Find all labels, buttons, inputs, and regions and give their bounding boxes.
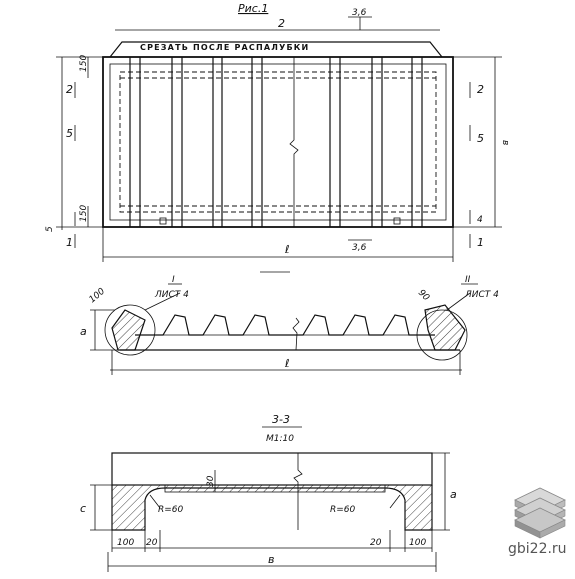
callout-circle-right [416,309,468,361]
lifting-loop-left [159,217,167,225]
marker-left-1-label: 2 [66,83,73,96]
dim-20-right: 20 [370,538,382,548]
section-ref-top: 3,6 [352,8,367,18]
marker-left-4-label: 1 [66,236,73,249]
section-cap-outline [111,452,433,486]
section-scale: М1:10 [266,434,294,444]
marker-left-2-label: 5 [66,127,73,140]
dim-100-left: 100 [117,538,134,548]
plan-length-label: ℓ [284,243,290,256]
callout-right-num: II [465,275,471,285]
marker-right-4-label: 1 [477,236,484,249]
top-width-label: 2 [278,17,285,30]
elevation-right-end-hatch [424,304,466,351]
radius-left: R=60 [158,505,184,515]
reinforcement-cage-dashed [119,71,437,213]
elevation-left-end-hatch [111,309,146,351]
plan-width-label: в [500,140,510,145]
callout-left-num: I [172,275,175,285]
angle-right: 90 [416,288,431,303]
callout-right-sheet: ЛИСТ 4 [464,290,499,300]
dim-20-left: 20 [146,538,158,548]
callout-leader-right [446,292,471,311]
dim-100-right: 100 [409,538,426,548]
marker-right-2-label: 5 [477,132,484,145]
watermark: gbi22.ru [508,487,567,557]
dim-150-bottom: 150 [79,205,89,222]
elevation-length-label: ℓ [284,357,290,370]
radius-left-leader [149,494,161,509]
section-left-hatch [112,485,165,530]
radius-right: R=60 [330,505,356,515]
slab-inner-outline [109,63,447,221]
section-view: 3-3 М1:10 30 R=60 R=60 100 20 20 100 [80,413,457,572]
callout-circle-left [104,304,156,356]
section-width-label: в [268,553,274,566]
dim-150-top: 150 [79,55,89,72]
elevation-height-label: a [80,325,87,338]
cut-strip [109,41,443,58]
marker-right-3-label: 4 [477,215,483,225]
section-break-line [293,453,303,530]
section-ref-bottom: 3,6 [352,243,367,253]
stacked-slabs-logo [514,487,566,539]
marker-left-3-label: 5 [45,226,55,232]
marker-right-1-label: 2 [477,83,484,96]
radius-right-leader [389,494,401,509]
section-height-a: a [450,488,457,501]
callout-leader-left [144,292,181,311]
plan-break-line [289,57,299,227]
section-title: 3-3 [272,413,290,426]
elevation-view: I ЛИСТ 4 100 II ЛИСТ 4 90 a ℓ [80,275,499,375]
cut-note: СРЕЗАТЬ ПОСЛЕ РАСПАЛУБКИ [140,43,309,52]
section-top-plate-hatch [164,484,386,493]
watermark-text: gbi22.ru [508,541,567,557]
angle-left: 100 [88,286,108,305]
callout-left-sheet: ЛИСТ 4 [154,290,189,300]
elevation-profile [135,314,435,336]
figure-title: Рис.1 [238,2,268,15]
lifting-loop-right [393,217,401,225]
slab-outline [102,56,454,228]
elevation-break-line [292,317,300,351]
plan-ribs [129,57,423,227]
plan-view: Рис.1 2 3,6 СРЕЗАТЬ ПОСЛЕ РАСПАЛУБКИ 150… [45,2,510,273]
dim-30: 30 [206,475,216,487]
section-right-hatch [385,485,432,530]
section-height-c: c [80,502,86,515]
